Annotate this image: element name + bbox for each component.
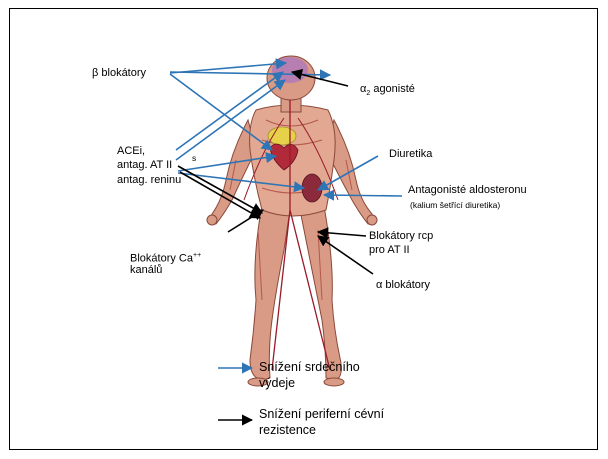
label-alpha-blockers: α blokátory <box>376 278 430 292</box>
label-diuretics: Diuretika <box>389 147 432 161</box>
label-beta-blockers: β blokátory <box>92 66 146 80</box>
legend-cardiac-output-line2: výdeje <box>259 375 295 391</box>
legend-peripheral-resistance-line2: rezistence <box>259 422 316 438</box>
label-at2-rcp-line2: pro AT II <box>369 243 410 257</box>
right-hand <box>367 215 377 225</box>
label-alpha2-agonists: α2 agonisté <box>360 82 415 101</box>
human-figure <box>207 56 377 386</box>
label-ca-blockers-line2: kanálů <box>130 263 162 277</box>
small-mark: s <box>192 151 196 165</box>
legend-peripheral-resistance-line1: Snížení periferní cévní <box>259 406 384 422</box>
alpha2-suffix: agonisté <box>370 83 415 95</box>
label-acei-line2: antag. AT II <box>117 158 172 172</box>
label-at2-rcp-line1: Blokátory rcp <box>369 229 433 243</box>
kidney <box>302 174 322 202</box>
arrow-aldosterone <box>324 195 402 196</box>
left-hand <box>207 215 217 225</box>
brain <box>272 57 308 83</box>
label-acei-line3: antag. reninu <box>117 173 181 187</box>
left-leg <box>250 205 290 380</box>
label-aldosterone-antag: Antagonisté aldosteronu <box>408 183 527 197</box>
ca-sup: ++ <box>193 252 201 259</box>
label-aldosterone-note: (kalium šetřící diuretika) <box>410 198 500 212</box>
legend-cardiac-output-line1: Snížení srdečního <box>259 359 360 375</box>
label-acei-line1: ACEi, <box>117 144 145 158</box>
right-foot <box>324 378 344 386</box>
left-arm <box>210 120 256 224</box>
